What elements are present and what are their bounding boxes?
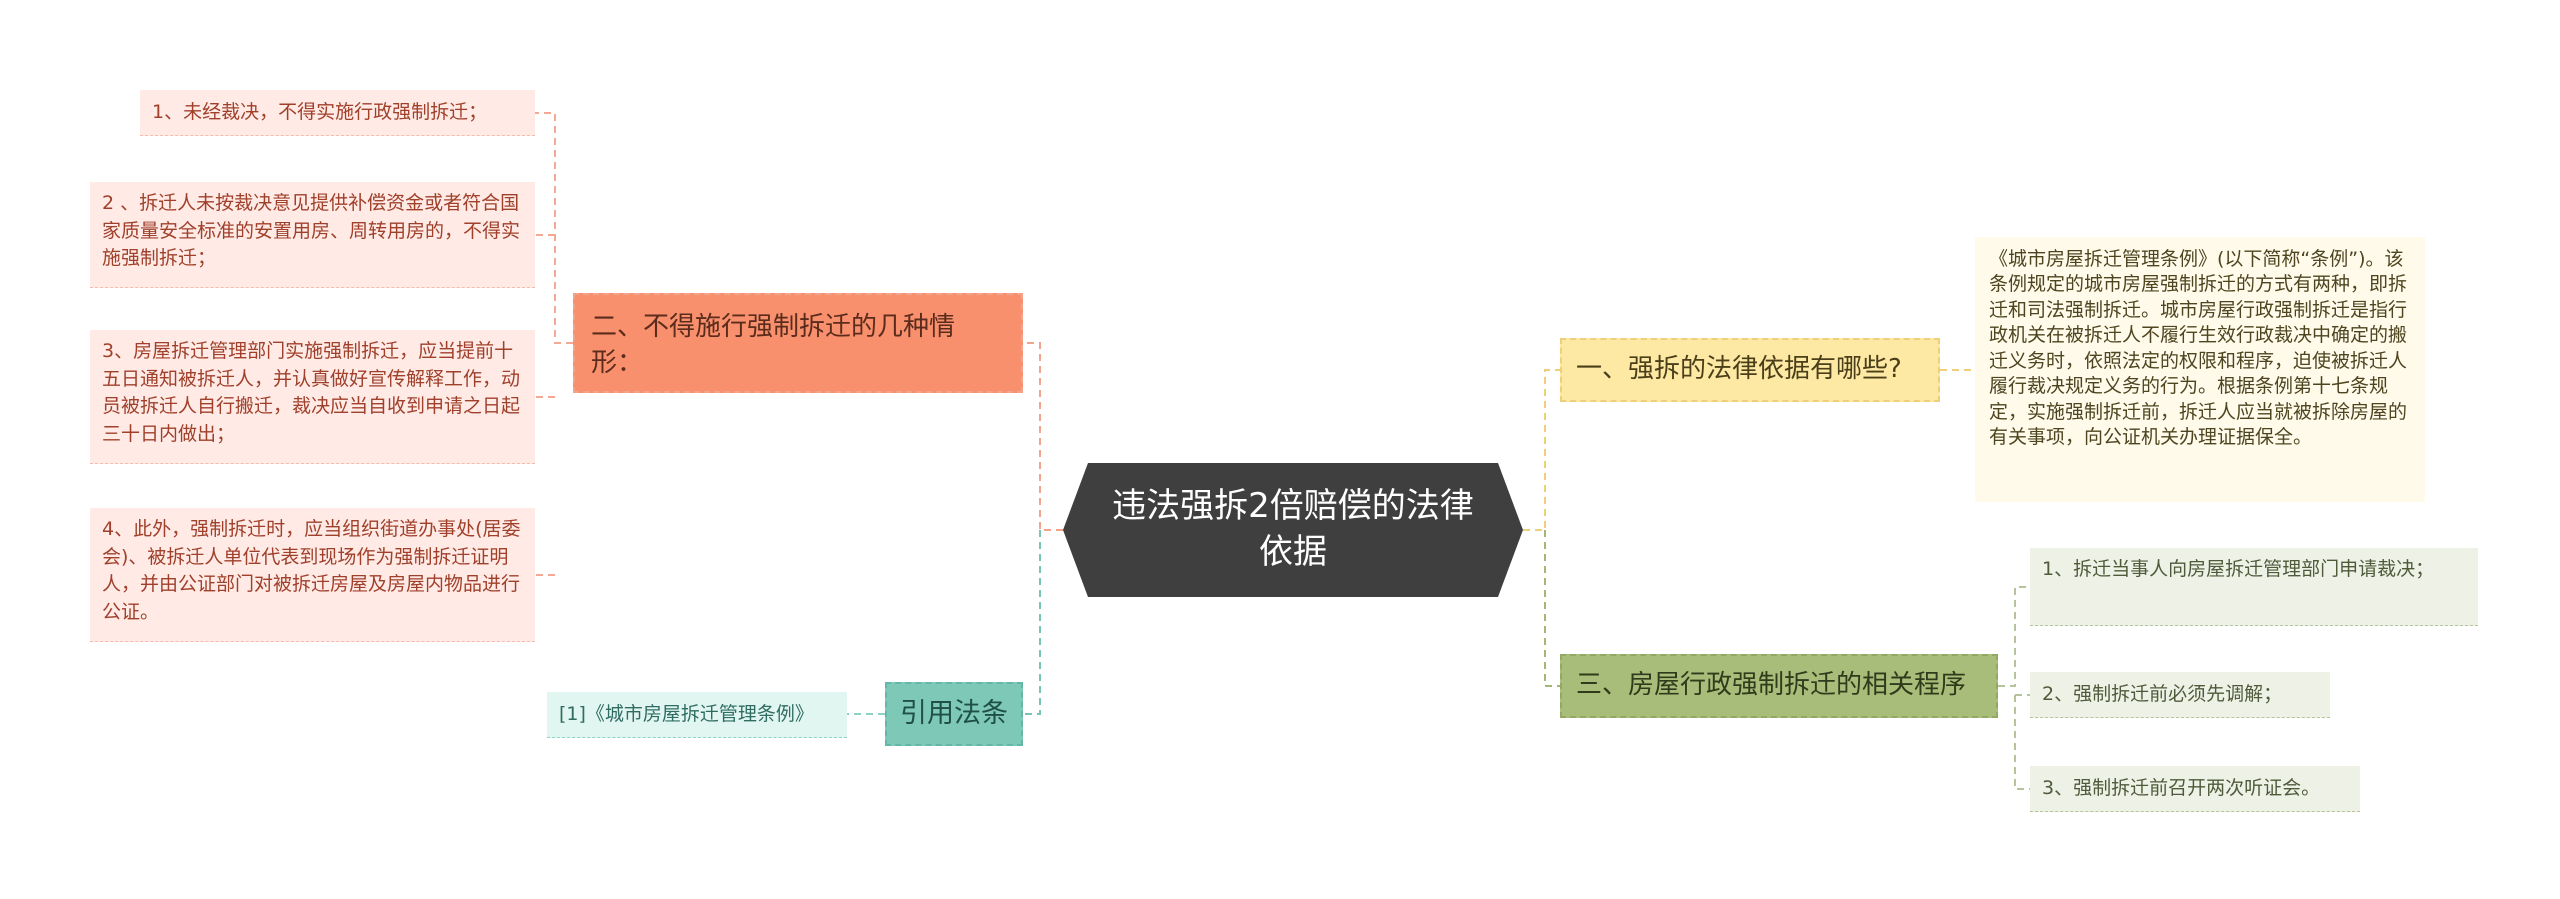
leaf-text: 4、此外，强制拆迁时，应当组织街道办事处(居委会)、被拆迁人单位代表到现场作为强…: [102, 518, 521, 623]
leaf-text: 1、未经裁决，不得实施行政强制拆迁；: [152, 100, 488, 123]
leaf-text: [1]《城市房屋拆迁管理条例》: [559, 702, 814, 725]
branch-procedures[interactable]: 三、房屋行政强制拆迁的相关程序: [1560, 654, 1998, 718]
branch-label: 三、房屋行政强制拆迁的相关程序: [1576, 670, 1967, 701]
connector-right-2-leaves: [1998, 586, 2030, 790]
leaf-legal-basis-detail[interactable]: 《城市房屋拆迁管理条例》(以下简称“条例”)。该条例规定的城市房屋强制拆迁的方式…: [1975, 237, 2425, 502]
leaf-text: 2、强制拆迁前必须先调解；: [2042, 682, 2283, 705]
branch-label: 引用法条: [900, 698, 1008, 730]
leaf-case-4[interactable]: 4、此外，强制拆迁时，应当组织街道办事处(居委会)、被拆迁人单位代表到现场作为强…: [90, 508, 535, 642]
leaf-cited-regulation[interactable]: [1]《城市房屋拆迁管理条例》: [547, 692, 847, 738]
branch-legal-basis[interactable]: 一、强拆的法律依据有哪些?: [1560, 338, 1940, 402]
leaf-procedure-1[interactable]: 1、拆迁当事人向房屋拆迁管理部门申请裁决；: [2030, 548, 2478, 626]
connector-root-left-main: [1023, 342, 1063, 531]
leaf-case-3[interactable]: 3、房屋拆迁管理部门实施强制拆迁，应当提前十五日通知被拆迁人，并认真做好宣传解释…: [90, 330, 535, 464]
connector-root-right-1: [1523, 369, 1560, 531]
leaf-text: 《城市房屋拆迁管理条例》(以下简称“条例”)。该条例规定的城市房屋强制拆迁的方式…: [1989, 248, 2408, 449]
branch-label: 一、强拆的法律依据有哪些?: [1576, 354, 1902, 385]
leaf-case-1[interactable]: 1、未经裁决，不得实施行政强制拆迁；: [140, 90, 535, 136]
leaf-procedure-2[interactable]: 2、强制拆迁前必须先调解；: [2030, 672, 2330, 718]
root-topic[interactable]: 违法强拆2倍赔偿的法律依据: [1063, 463, 1523, 597]
leaf-case-2[interactable]: 2 、拆迁人未按裁决意见提供补偿资金或者符合国家质量安全标准的安置用房、周转用房…: [90, 182, 535, 288]
leaf-text: 2 、拆迁人未按裁决意见提供补偿资金或者符合国家质量安全标准的安置用房、周转用房…: [102, 192, 521, 270]
connector-left-leaves: [535, 112, 573, 576]
connector-root-citation: [1023, 530, 1041, 715]
leaf-text: 3、强制拆迁前召开两次听证会。: [2042, 776, 2321, 799]
branch-label: 二、不得施行强制拆迁的几种情形：: [591, 312, 956, 379]
root-topic-label: 违法强拆2倍赔偿的法律依据: [1112, 486, 1474, 572]
leaf-procedure-3[interactable]: 3、强制拆迁前召开两次听证会。: [2030, 766, 2360, 812]
branch-no-forced-demolition-cases[interactable]: 二、不得施行强制拆迁的几种情形：: [573, 293, 1023, 393]
leaf-text: 3、房屋拆迁管理部门实施强制拆迁，应当提前十五日通知被拆迁人，并认真做好宣传解释…: [102, 340, 521, 445]
leaf-text: 1、拆迁当事人向房屋拆迁管理部门申请裁决；: [2042, 558, 2435, 580]
branch-cited-law[interactable]: 引用法条: [885, 682, 1023, 746]
connector-root-right-2: [1544, 530, 1560, 687]
